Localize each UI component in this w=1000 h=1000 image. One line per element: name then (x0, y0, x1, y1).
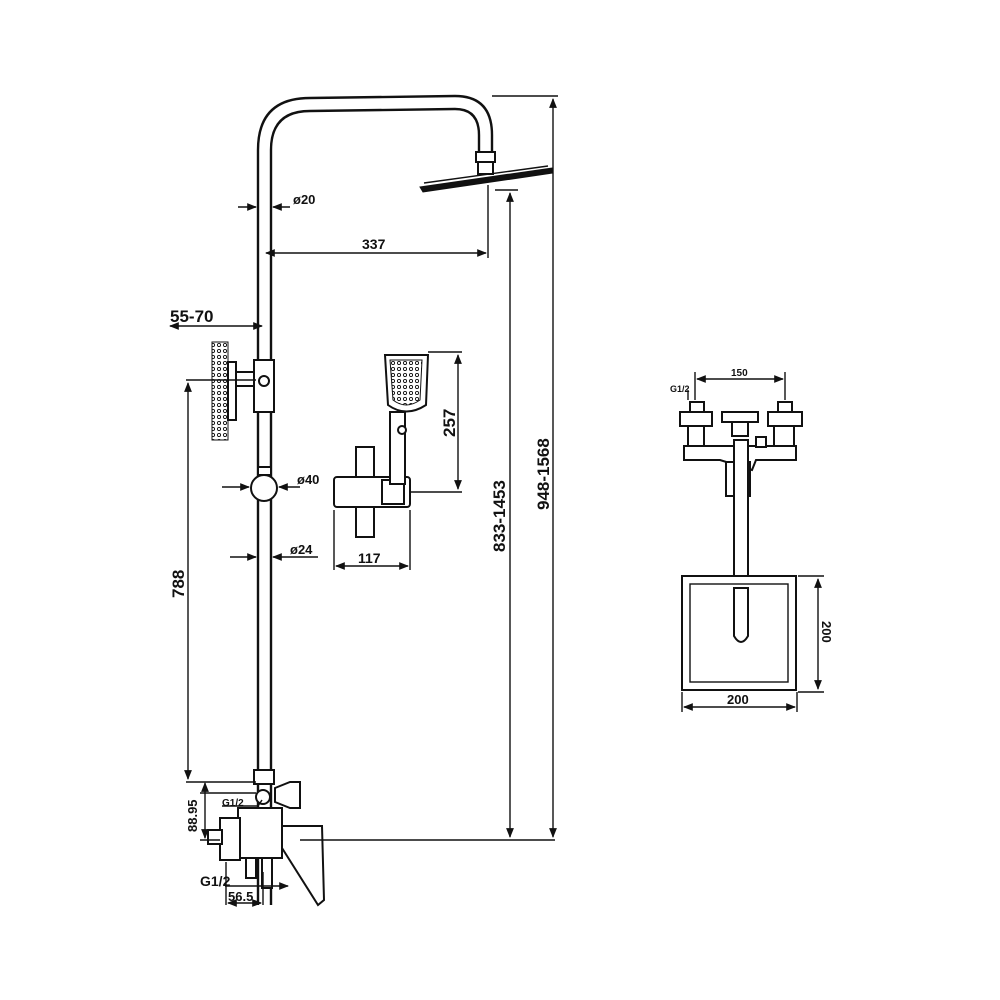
dim-slidebar-diameter: ø24 (290, 542, 313, 557)
dim-pipe-diameter: ø20 (293, 192, 315, 207)
dim-slider-diameter: ø40 (297, 472, 319, 487)
dim-bracket-to-mixer: 788 (169, 570, 188, 598)
slider-ring (250, 466, 278, 502)
dim-outlet-thread: G1/2 (222, 798, 244, 809)
side-view: 150 G1/2 200 200 (670, 368, 834, 712)
dim-wall-bracket: 55-70 (170, 307, 213, 326)
dim-handshower-height: 833-1453 (490, 480, 509, 552)
side-dim-head-depth: 200 (819, 621, 834, 643)
front-view: ø20 337 55-70 ø40 ø24 257 117 788 (169, 94, 558, 907)
hand-shower-assembly (333, 354, 430, 538)
dim-outlet-offset: 88.95 (185, 799, 200, 832)
rain-shower-head (419, 151, 554, 193)
dim-inlet-spacing: 56.5 (228, 889, 253, 904)
side-dim-inlet-thread: G1/2 (670, 384, 690, 394)
mixer-valve (207, 769, 326, 907)
riser-pipe-outer (256, 94, 494, 905)
dim-handshower-length: 257 (440, 409, 459, 437)
dim-arm-length: 337 (362, 236, 386, 252)
dim-inlet-thread: G1/2 (200, 873, 231, 889)
side-dim-inlet-spacing: 150 (731, 368, 748, 379)
wall-bracket (211, 341, 275, 441)
dim-holder-width: 117 (358, 550, 381, 566)
riser-pipe-inner (269, 107, 481, 905)
dim-total-height: 948-1568 (534, 438, 553, 510)
side-dim-head-width: 200 (727, 692, 749, 707)
